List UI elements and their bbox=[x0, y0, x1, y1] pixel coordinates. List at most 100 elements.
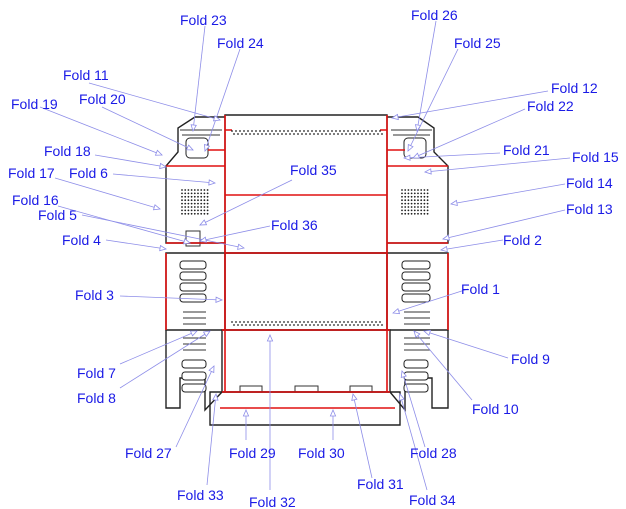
perforation-dot bbox=[251, 321, 253, 323]
perforation-dot bbox=[245, 324, 247, 326]
perforation-dot bbox=[417, 192, 419, 195]
perforation-dot bbox=[426, 209, 429, 212]
perforation-dot bbox=[404, 206, 407, 208]
perforation-dot bbox=[407, 202, 410, 205]
perforation-dot bbox=[404, 199, 407, 202]
perforation-dot bbox=[239, 321, 241, 323]
perforation-dot bbox=[420, 212, 423, 215]
perforation-dot bbox=[423, 189, 426, 191]
perforation-dot bbox=[355, 130, 357, 132]
perforation-dot bbox=[417, 199, 419, 202]
perforation-dot bbox=[351, 321, 353, 323]
perforation-dot bbox=[417, 209, 419, 212]
perforation-dot bbox=[361, 133, 363, 135]
label-fold-2: Fold 2 bbox=[503, 232, 542, 248]
label-fold-3: Fold 3 bbox=[75, 287, 114, 303]
leader-arrowhead bbox=[208, 365, 215, 374]
perforation-dot bbox=[426, 212, 429, 215]
perforation-dot bbox=[275, 130, 277, 132]
leader-arrowhead bbox=[407, 143, 414, 152]
perforation-dot bbox=[249, 324, 251, 326]
leader-arrowhead bbox=[351, 393, 358, 401]
perforation-dot bbox=[263, 321, 265, 323]
perforation-dot bbox=[245, 133, 247, 135]
perforation-dot bbox=[203, 195, 206, 198]
perforation-dot bbox=[200, 192, 203, 195]
perforation-dot bbox=[197, 192, 199, 195]
label-fold-20: Fold 20 bbox=[79, 91, 126, 107]
perforation-dot bbox=[401, 212, 403, 215]
perforation-dot bbox=[379, 321, 381, 323]
perforation-dot bbox=[404, 212, 407, 215]
perforation-dot bbox=[410, 199, 413, 202]
perforation-dot bbox=[426, 195, 429, 198]
perforation-dot bbox=[239, 130, 241, 132]
fold-labels: Fold 1 Fold 2 Fold 3 Fold 4 Fold 5 Fold … bbox=[8, 7, 619, 509]
perforation-dot bbox=[243, 321, 245, 323]
perforation-dot bbox=[407, 209, 410, 212]
perforation-dot bbox=[190, 195, 193, 198]
perforation-dot bbox=[203, 189, 206, 191]
perforation-dot bbox=[287, 130, 289, 132]
perforation-dot bbox=[417, 212, 419, 215]
perforation-dot bbox=[327, 130, 329, 132]
perforation-dot bbox=[303, 130, 305, 132]
label-fold-6: Fold 6 bbox=[69, 165, 108, 181]
label-fold-8: Fold 8 bbox=[77, 390, 116, 406]
perforation-dot bbox=[413, 195, 416, 198]
label-fold-11: Fold 11 bbox=[63, 67, 109, 83]
perforation-dot bbox=[325, 133, 327, 135]
perforation-dot bbox=[426, 202, 429, 205]
perforation-dot bbox=[417, 195, 419, 198]
perforation-dot bbox=[200, 209, 203, 212]
perforation-dot bbox=[184, 212, 187, 215]
perforation-dot bbox=[413, 202, 416, 205]
perforation-dot bbox=[407, 199, 410, 202]
perforation-dot bbox=[369, 324, 371, 326]
perforation-dot bbox=[273, 324, 275, 326]
perforation-dot bbox=[423, 206, 426, 208]
perforation-dot bbox=[187, 206, 190, 208]
perforation-dot bbox=[271, 130, 273, 132]
label-fold-36: Fold 36 bbox=[271, 217, 318, 233]
perforation-dot bbox=[353, 133, 355, 135]
perforation-dot bbox=[335, 130, 337, 132]
perforation-dot bbox=[200, 189, 203, 191]
perforation-dot bbox=[407, 189, 410, 191]
perforation-dot bbox=[407, 195, 410, 198]
perforation-dot bbox=[287, 321, 289, 323]
perforation-dot bbox=[367, 321, 369, 323]
perforation-dot bbox=[203, 209, 206, 212]
perforation-dot bbox=[206, 199, 209, 202]
label-fold-16: Fold 16 bbox=[12, 192, 59, 208]
perforation-dot bbox=[181, 202, 183, 205]
perforation-dot bbox=[181, 212, 183, 215]
perforation-dot bbox=[184, 199, 187, 202]
perforation-dot bbox=[375, 130, 377, 132]
leader-arrowhead bbox=[202, 330, 211, 338]
perforation-dot bbox=[181, 189, 183, 191]
perforation-dot bbox=[371, 321, 373, 323]
perforation-dot bbox=[190, 199, 193, 202]
perforation-dot bbox=[417, 206, 419, 208]
perforation-dot bbox=[420, 195, 423, 198]
fold-lines bbox=[165, 115, 449, 409]
perforation-dot bbox=[261, 133, 263, 135]
perforation-dot bbox=[206, 212, 209, 215]
perforation-dot bbox=[404, 209, 407, 212]
leader-arrowhead bbox=[402, 154, 411, 161]
perforation-dot bbox=[423, 192, 426, 195]
leader-arrowhead bbox=[442, 234, 450, 241]
perforation-dot bbox=[265, 324, 267, 326]
perforation-dot bbox=[329, 133, 331, 135]
perforation-dot bbox=[233, 324, 235, 326]
perforation-dot bbox=[347, 130, 349, 132]
perforation-dot bbox=[181, 199, 183, 202]
label-fold-7: Fold 7 bbox=[77, 365, 116, 381]
perforation-dot bbox=[413, 206, 416, 208]
perforation-dot bbox=[295, 130, 297, 132]
perforation-dot bbox=[193, 212, 196, 215]
perforation-dot bbox=[410, 202, 413, 205]
